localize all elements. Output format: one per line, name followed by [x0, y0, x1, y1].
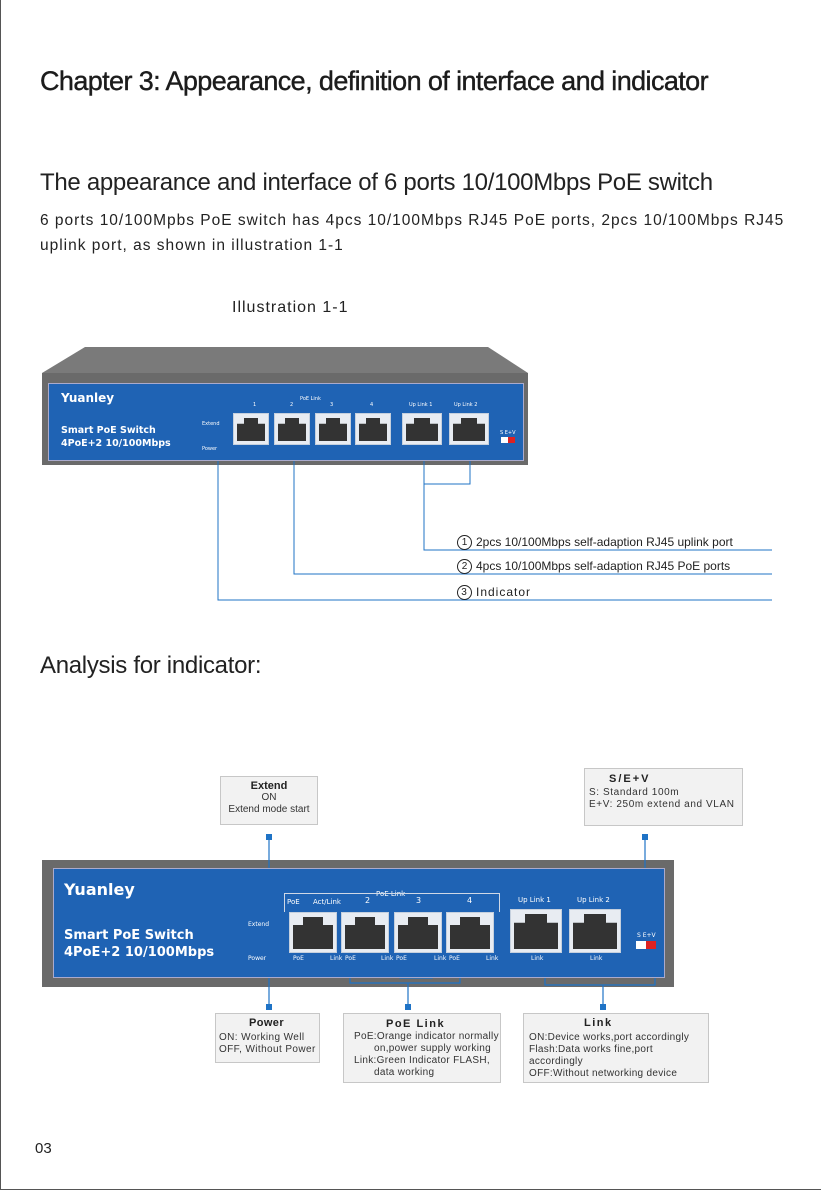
switch-1-uplink-port-1	[402, 413, 442, 445]
switch-1-port-3	[315, 413, 351, 445]
poelink-box-line1: PoE:Orange indicator normally	[354, 1031, 499, 1042]
switch-2-port-2	[341, 912, 389, 953]
switch-2-uplink-port-2	[569, 909, 621, 953]
switch-1-sev-label: S E+V	[500, 430, 516, 436]
intro-paragraph: 6 ports 10/100Mpbs PoE switch has 4pcs 1…	[40, 212, 785, 254]
switch-1-power-label: Power	[202, 446, 218, 452]
switch-2-act-link: Act/Link	[313, 898, 341, 906]
switch-1-brand: Yuanley	[61, 391, 115, 405]
switch-2-power-label: Power	[248, 955, 267, 962]
switch-2-uplink1-label: Up Link 1	[518, 896, 551, 904]
switch-2-led-poe-2: PoE	[345, 955, 356, 962]
sev-connector-dot	[642, 834, 648, 840]
link-info-box: Link ON:Device works,port accordingly Fl…	[523, 1013, 709, 1083]
sev-info-box: S/E+V S: Standard 100m E+V: 250m extend …	[584, 768, 743, 826]
switch-2-model-line1: Smart PoE Switch	[64, 928, 194, 943]
power-box-line2: OFF, Without Power	[219, 1044, 316, 1055]
link-box-title: Link	[584, 1017, 613, 1029]
poelink-info-box: PoE Link PoE:Orange indicator normally o…	[343, 1013, 501, 1083]
link-box-line1: ON:Device works,port accordingly	[529, 1032, 690, 1043]
switch-2-led-link-3: Link	[434, 955, 447, 962]
link-box-line3: OFF:Without networking device	[529, 1068, 678, 1079]
analysis-title: Analysis for indicator:	[40, 652, 262, 679]
switch-2-led-link-4: Link	[486, 955, 499, 962]
switch-2-port-4	[446, 912, 494, 953]
link-connector-dot	[600, 1004, 606, 1010]
switch-2-poe-link-label: PoE Link	[376, 890, 406, 898]
link-box-line2: Flash:Data works fine,port accordingly	[529, 1044, 653, 1067]
switch-2-uplink2-link: Link	[590, 955, 603, 962]
switch-1-poe-link-label: PoE Link	[300, 396, 321, 402]
switch-2-port-1	[289, 912, 337, 953]
extend-info-box: Extend ON Extend mode start	[220, 776, 318, 825]
switch-2-dip	[636, 941, 656, 949]
poelink-box-line3: Link:Green Indicator FLASH,	[354, 1055, 490, 1066]
switch-2-led-poe-4: PoE	[449, 955, 460, 962]
illustration-caption: Illustration 1-1	[232, 299, 349, 316]
switch-2-port-num-3: 3	[416, 896, 422, 905]
switch-1-port-num-2: 2	[290, 402, 294, 408]
poelink-box-line2: on,power supply working	[374, 1043, 491, 1054]
switch-2-port-num-4: 4	[467, 896, 473, 905]
switch-2-brand: Yuanley	[64, 880, 135, 899]
switch-2-extend-label: Extend	[248, 921, 269, 928]
power-box-line1: ON: Working Well	[219, 1032, 305, 1043]
switch-2-model-line2: 4PoE+2 10/100Mbps	[64, 945, 215, 960]
sev-box-line1: S: Standard 100m	[589, 787, 680, 798]
switch-1-port-4	[355, 413, 391, 445]
switch-1-dip	[501, 437, 515, 443]
switch-1-port-2	[274, 413, 310, 445]
switch-1-port-num-3: 3	[330, 402, 334, 408]
poelink-box-line4: data working	[374, 1067, 435, 1078]
switch-2-uplink-port-1	[510, 909, 562, 953]
section-title: The appearance and interface of 6 ports …	[40, 169, 713, 196]
page-number: 03	[35, 1140, 52, 1157]
switch-2-poe-small: PoE	[287, 898, 300, 906]
power-info-box: Power ON: Working Well OFF, Without Powe…	[215, 1013, 320, 1063]
switch-1-uplink-port-2	[449, 413, 489, 445]
switch-1-port-1	[233, 413, 269, 445]
extend-box-line2: Extend mode start	[228, 804, 310, 815]
switch-2-poe-bracket	[284, 893, 500, 912]
extend-box-line1: ON	[261, 792, 277, 803]
switch-1-model-line1: Smart PoE Switch	[61, 425, 156, 436]
switch-2-led-link-1: Link	[330, 955, 343, 962]
poelink-connector-dot	[405, 1004, 411, 1010]
poelink-box-title: PoE Link	[386, 1018, 446, 1030]
switch-2-sev-label: S E+V	[637, 932, 656, 939]
sev-box-line2: E+V: 250m extend and VLAN	[589, 799, 735, 810]
extend-box-title: Extend	[250, 780, 288, 792]
switch-2-led-poe-1: PoE	[293, 955, 304, 962]
chapter-title: Chapter 3: Appearance, definition of int…	[40, 66, 709, 96]
switch-2-led-poe-3: PoE	[396, 955, 407, 962]
switch-1-port-num-1: 1	[253, 402, 257, 408]
switch-2-led-link-2: Link	[381, 955, 394, 962]
sev-box-title: S/E+V	[609, 773, 651, 785]
switch-1-extend-label: Extend	[202, 421, 220, 427]
switch-1-model-line2: 4PoE+2 10/100Mbps	[61, 438, 171, 449]
switch-1-port-num-4: 4	[370, 402, 374, 408]
switch-1-uplink1-label: Up Link 1	[409, 402, 433, 408]
switch-1-uplink2-label: Up Link 2	[454, 402, 478, 408]
power-box-title: Power	[249, 1017, 285, 1029]
switch-2-uplink1-link: Link	[531, 955, 544, 962]
extend-connector-dot	[266, 834, 272, 840]
switch-2-uplink2-label: Up Link 2	[577, 896, 610, 904]
power-connector-dot	[266, 1004, 272, 1010]
switch-2-port-num-2: 2	[365, 896, 371, 905]
switch-2-port-3	[394, 912, 442, 953]
